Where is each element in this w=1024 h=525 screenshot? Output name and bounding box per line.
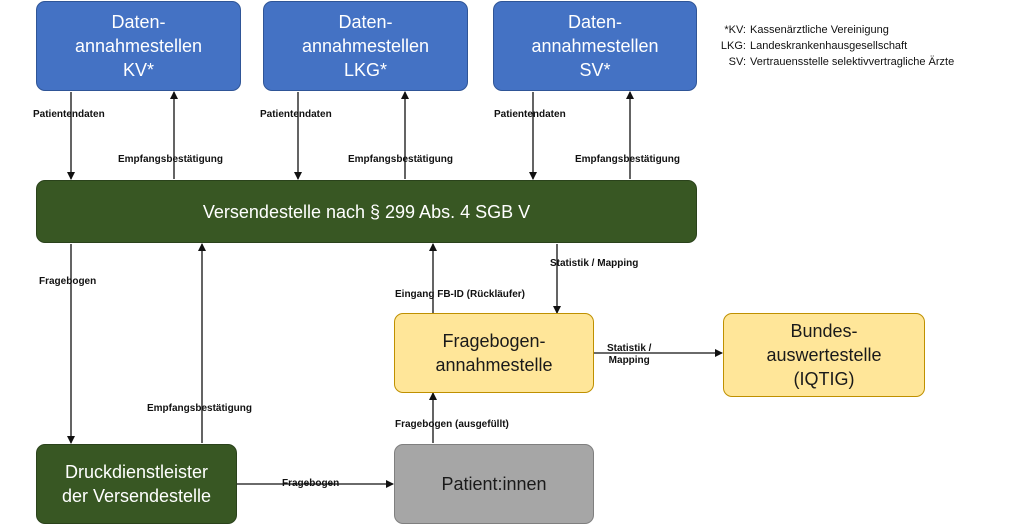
box-druckdienstleister: Druckdienstleister der Versendestelle (36, 444, 237, 524)
box-versendestelle: Versendestelle nach § 299 Abs. 4 SGB V (36, 180, 697, 243)
box-bundesauswertestelle-label: Bundes- auswertestelle (IQTIG) (766, 321, 882, 389)
box-patienten: Patient:innen (394, 444, 594, 524)
label-fragebogen-down: Fragebogen (39, 276, 97, 287)
label-empfang-sv: Empfangsbestätigung (575, 154, 681, 165)
legend-value: Vertrauensstelle selektivvertragliche Är… (750, 56, 955, 68)
box-bundesauswertestelle: Bundes- auswertestelle (IQTIG) (723, 313, 925, 397)
label-fragebogen-right: Fragebogen (282, 478, 340, 489)
box-datenannahme-lkg-label: Daten- annahmestellen LKG* (301, 12, 430, 80)
box-datenannahme-kv-label: Daten- annahmestellen KV* (74, 12, 203, 80)
legend-row: LKG: Landeskrankenhausgesellschaft (708, 38, 954, 54)
label-statistik-mapping-right: Statistik / Mapping (607, 343, 652, 366)
box-datenannahme-lkg: Daten- annahmestellen LKG* (263, 1, 468, 91)
label-eingang-fbid: Eingang FB-ID (Rückläufer) (395, 289, 526, 300)
label-fragebogen-ausgefuellt: Fragebogen (ausgefüllt) (395, 419, 509, 430)
box-druckdienstleister-label: Druckdienstleister der Versendestelle (61, 462, 212, 506)
label-empfang-kv: Empfangsbestätigung (118, 154, 224, 165)
label-patientendaten-sv: Patientendaten (494, 109, 566, 120)
label-patientendaten-lkg: Patientendaten (260, 109, 332, 120)
box-patienten-label: Patient:innen (441, 474, 547, 494)
box-datenannahme-sv-label: Daten- annahmestellen SV* (531, 12, 659, 80)
legend-key: LKG: (720, 40, 746, 52)
box-versendestelle-label: Versendestelle nach § 299 Abs. 4 SGB V (202, 201, 531, 222)
legend-row: SV: Vertrauensstelle selektivvertragliche… (708, 54, 955, 70)
label-empfang-druck: Empfangsbestätigung (147, 403, 253, 414)
abbreviation-legend: *KV: Kassenärztliche Vereinigung LKG: Land… (708, 22, 954, 70)
label-statistik-mapping-down: Statistik / Mapping (550, 258, 639, 269)
legend-value: Landeskrankenhausgesellschaft (750, 40, 908, 52)
label-patientendaten-kv: Patientendaten (33, 109, 105, 120)
legend-key: SV: (728, 56, 746, 68)
box-fragebogen-annahmestelle: Fragebogen- annahmestelle (394, 313, 594, 393)
box-datenannahme-kv: Daten- annahmestellen KV* (36, 1, 241, 91)
legend-row: *KV: Kassenärztliche Vereinigung (708, 22, 954, 38)
legend-value: Kassenärztliche Vereinigung (750, 24, 889, 36)
legend-key: *KV: (724, 24, 746, 36)
box-fragebogen-annahmestelle-label: Fragebogen- annahmestelle (435, 331, 553, 375)
label-empfang-lkg: Empfangsbestätigung (348, 154, 454, 165)
box-datenannahme-sv: Daten- annahmestellen SV* (493, 1, 697, 91)
